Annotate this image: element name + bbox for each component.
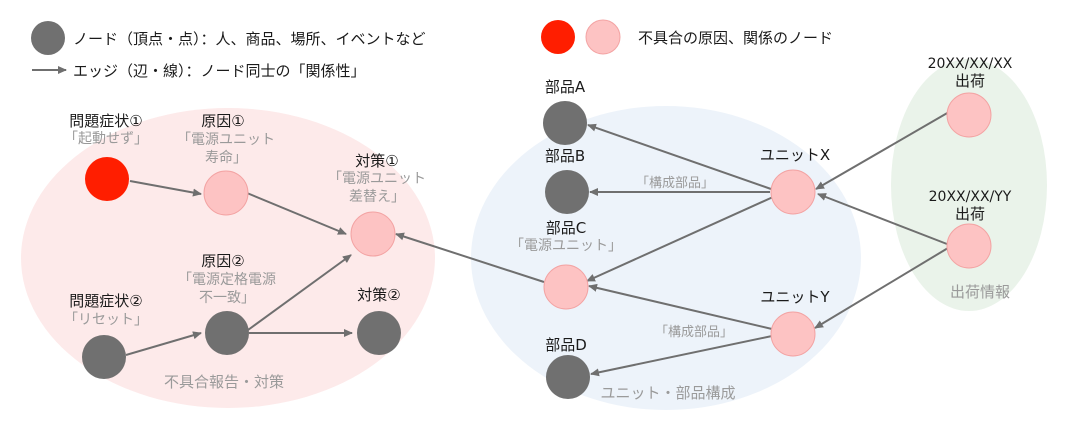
edge-cause1-measure1: [246, 192, 347, 235]
label-cause2-sub-0: 「電源定格電源: [178, 272, 276, 288]
edge-unitX-partC: [586, 196, 774, 282]
edge-symptom1-cause1: [129, 180, 202, 197]
label-measure1-sub-1: 差替え」: [349, 189, 405, 205]
node-ship1[interactable]: [946, 92, 992, 138]
label-cause1-title: 原因①: [201, 112, 244, 130]
label-ship1-date: 20XX/XX/XX: [928, 56, 1013, 72]
edge-label-y-to-c: 「構成部品」: [655, 325, 733, 340]
node-partB[interactable]: [545, 170, 589, 214]
edge-ship2-unitX: [817, 193, 948, 245]
region-unit-label: ユニット・部品構成: [600, 384, 735, 402]
node-measure1[interactable]: [350, 211, 396, 257]
label-unitX-title: ユニットX: [760, 146, 830, 164]
node-unitY[interactable]: [770, 311, 816, 357]
label-symptom2-sub-0: 「リセット」: [64, 312, 148, 328]
label-partA-title: 部品A: [545, 78, 586, 96]
label-partB-title: 部品B: [545, 147, 585, 165]
label-partD-title: 部品D: [545, 336, 587, 354]
label-ship1-title2: 出荷: [955, 72, 985, 90]
label-symptom1-title: 問題症状①: [69, 112, 142, 130]
legend-node-text: ノード（頂点・点）：人、商品、場所、イベントなど: [73, 30, 426, 48]
label-measure2-title: 対策②: [357, 286, 400, 304]
label-ship2-date: 20XX/XX/YY: [929, 189, 1012, 205]
node-unitX[interactable]: [770, 169, 816, 215]
node-ship2[interactable]: [946, 223, 992, 269]
label-ship2-title2: 出荷: [955, 205, 985, 223]
region-shipping-label: 出荷情報: [950, 283, 1010, 301]
label-cause1-sub-1: 寿命」: [205, 149, 247, 166]
label-partC-title: 部品C: [546, 219, 586, 237]
node-partD[interactable]: [546, 355, 590, 399]
edge-cause2-measure1: [247, 254, 352, 331]
label-cause2-sub-1: 不一致」: [199, 290, 255, 306]
label-partC-sub-0: 「電源ユニット」: [510, 238, 622, 254]
legend-pink-node: [585, 19, 621, 55]
legend-red-node: [541, 20, 575, 54]
legend-fault-text: 不具合の原因、関係のノード: [638, 29, 833, 47]
node-cause1[interactable]: [203, 170, 249, 216]
label-unitY-title: ユニットY: [760, 288, 830, 306]
edge-label-x-to-b: 「構成部品」: [636, 176, 714, 191]
edge-symptom2-cause2: [125, 331, 202, 356]
label-symptom1-sub-0: 「起動せず」: [64, 131, 148, 147]
label-measure1-sub-0: 「電源ユニット: [328, 171, 426, 187]
edge-ship2-unitY: [814, 247, 949, 329]
edge-unitY-partD: [590, 335, 773, 377]
edge-unitY-partC: [588, 283, 773, 330]
edges: [125, 111, 950, 377]
edge-ship1-unitX: [815, 111, 950, 190]
label-symptom2-title: 問題症状②: [69, 292, 142, 310]
legend-edge-text: エッジ（辺・線）：ノード同士の「関係性」: [73, 62, 366, 80]
region-fault-label: 不具合報告・対策: [164, 373, 284, 391]
legend-dark-node: [31, 21, 65, 55]
node-cause2[interactable]: [205, 311, 249, 355]
node-symptom2[interactable]: [82, 335, 126, 379]
edge-unitX-partA: [587, 123, 772, 190]
label-cause2-title: 原因②: [201, 252, 244, 270]
node-partC[interactable]: [543, 264, 589, 310]
node-measure2[interactable]: [357, 311, 401, 355]
edge-partC-measure1: [395, 232, 545, 283]
node-symptom1[interactable]: [85, 157, 129, 201]
node-partA[interactable]: [543, 101, 587, 145]
label-measure1-title: 対策①: [355, 152, 398, 170]
label-cause1-sub-0: 「電源ユニット: [177, 132, 275, 148]
